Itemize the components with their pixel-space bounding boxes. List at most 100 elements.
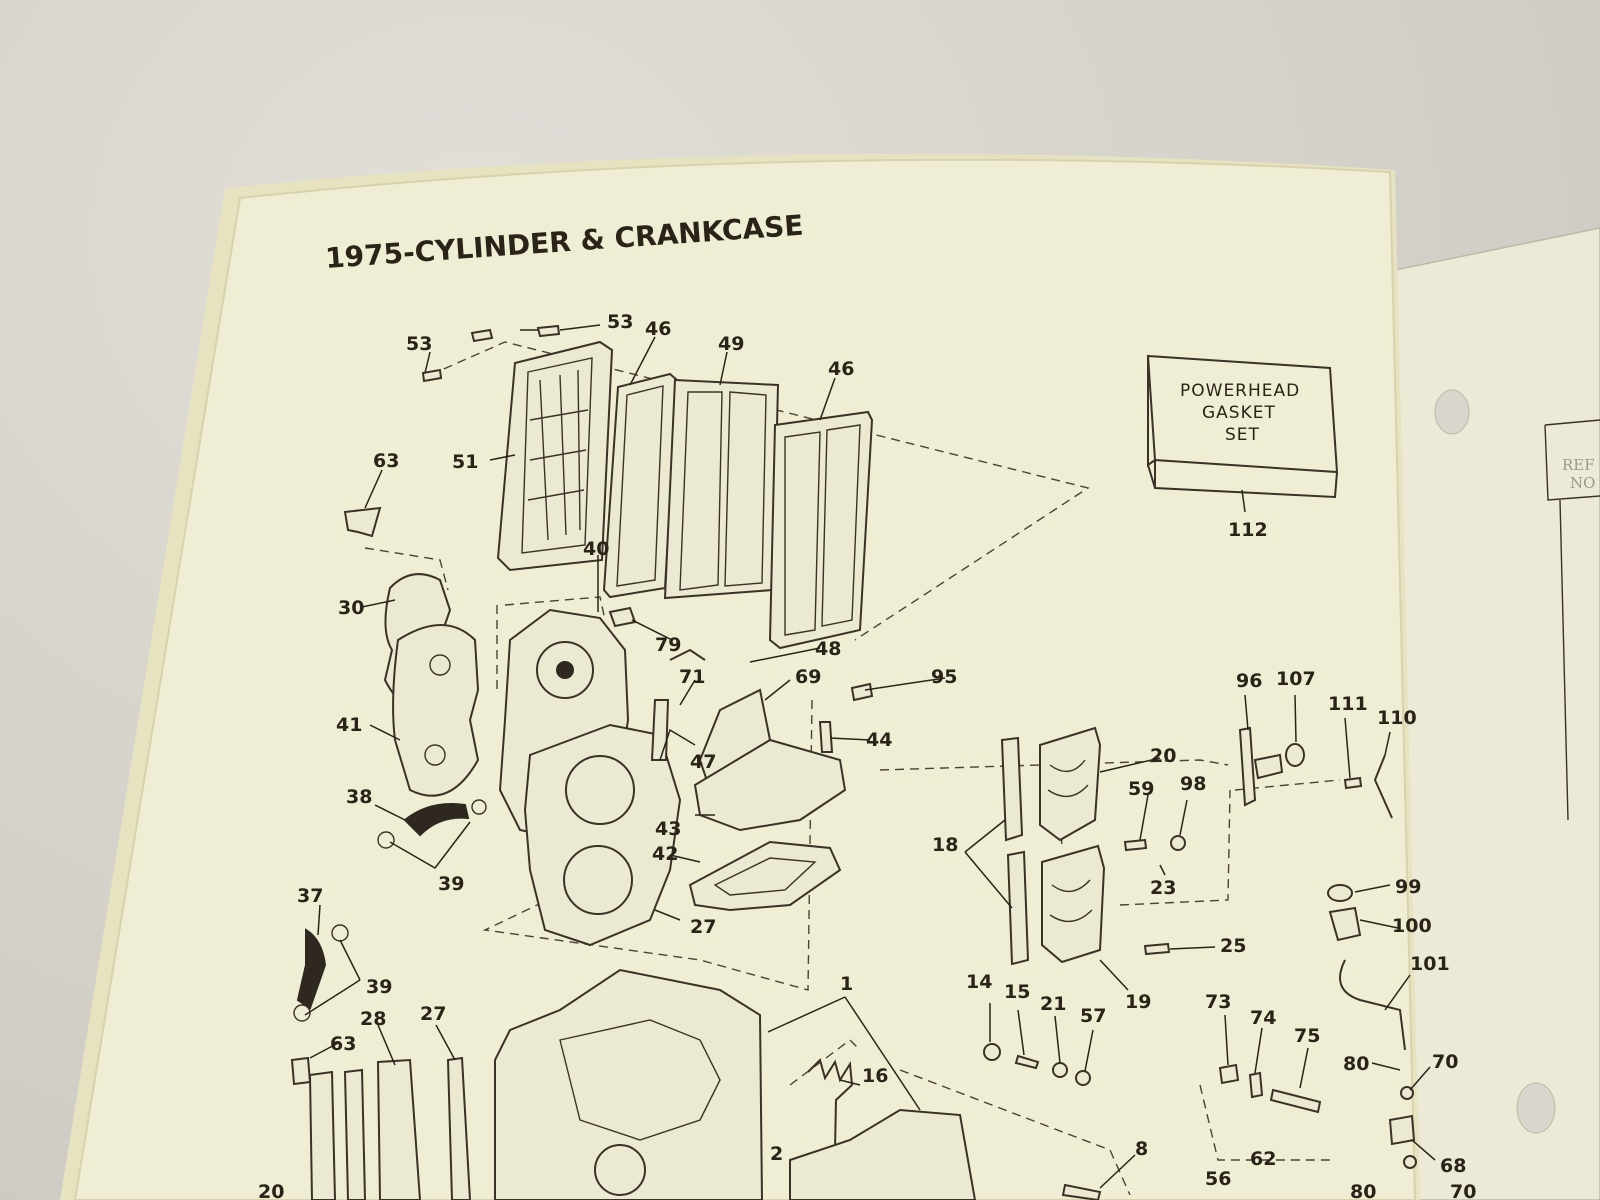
ref-label: 21 (1040, 993, 1066, 1015)
ref-label: 20 (1150, 745, 1176, 767)
pin-111 (1343, 776, 1363, 790)
ref-label: 62 (1250, 1148, 1276, 1170)
bolt-75 (1269, 1088, 1322, 1114)
leader-lines (304, 324, 1436, 1189)
ref-label: 63 (373, 450, 399, 472)
head-gasket-27 (523, 723, 682, 947)
ref-label: 28 (360, 1008, 386, 1030)
reed-plate-18-lower (1006, 850, 1030, 966)
ref-label: 48 (815, 638, 841, 660)
gasket-box-line2: GASKET (1202, 403, 1276, 423)
ref-label: 40 (583, 538, 609, 560)
gasket-42 (688, 840, 842, 912)
bracket-63-top (343, 506, 382, 538)
gasket-46-right (768, 410, 874, 650)
cap-99 (1327, 884, 1353, 902)
ref-label: 19 (1125, 991, 1151, 1013)
ref-label: 53 (607, 311, 633, 333)
plate-41 (392, 624, 480, 797)
washer-70-b (1403, 1155, 1417, 1169)
fitting-68 (1388, 1114, 1416, 1146)
ref-label: 59 (1128, 778, 1154, 800)
elbow-100 (1328, 906, 1362, 942)
ref-label: 27 (420, 1003, 446, 1025)
ref-label: 2 (770, 1143, 783, 1165)
reed-plate-18-upper (1000, 736, 1024, 842)
ref-label: 75 (1294, 1025, 1320, 1047)
ref-label: 57 (1080, 1005, 1106, 1027)
ref-label: 101 (1410, 953, 1450, 975)
ref-label: 95 (931, 666, 957, 688)
ref-label: 44 (866, 729, 892, 751)
ref-label: 80 (1350, 1181, 1376, 1200)
ref-label: 1 (840, 973, 853, 995)
ref-label: 70 (1432, 1051, 1458, 1073)
ref-label: 74 (1250, 1007, 1276, 1029)
ref-label: 63 (330, 1033, 356, 1055)
ref-label: 46 (828, 358, 854, 380)
gasket-27-lower (446, 1056, 472, 1200)
ref-label: 98 (1180, 773, 1206, 795)
ref-label: 46 (645, 318, 671, 340)
spring-110 (1373, 754, 1393, 819)
ref-label: 110 (1377, 707, 1417, 729)
clip-95 (850, 682, 874, 702)
ref-label: 38 (346, 786, 372, 808)
bolt-8 (1061, 1183, 1102, 1200)
cover-43 (693, 738, 847, 832)
ref-label: 41 (336, 714, 362, 736)
reed-cage-20 (1039, 726, 1102, 842)
crankcase-2 (789, 1108, 977, 1200)
ref-label: 37 (297, 885, 323, 907)
ref-label: 49 (718, 333, 744, 355)
nut-98 (1170, 835, 1186, 851)
ref-label: 111 (1328, 693, 1368, 715)
washer-14 (983, 1043, 1001, 1061)
fitting-96 (1238, 726, 1284, 807)
screw-15 (1014, 1054, 1040, 1070)
ref-label: 96 (1236, 670, 1262, 692)
ref-label: 99 (1395, 876, 1421, 898)
ref-label: 80 (1343, 1053, 1369, 1075)
ref-label: 8 (1135, 1138, 1148, 1160)
ref-label: 43 (655, 818, 681, 840)
ref-label: 71 (679, 666, 705, 688)
ref-label: 73 (1205, 991, 1231, 1013)
ref-label: 42 (652, 843, 678, 865)
gasket-box-ref: 112 (1228, 519, 1268, 541)
ref-label: 100 (1392, 915, 1432, 937)
washer-21 (1052, 1062, 1068, 1078)
gaskets-lower-left (290, 1056, 367, 1200)
ref-label: 23 (1150, 877, 1176, 899)
hose-38 (403, 803, 470, 837)
ref-label: 14 (966, 971, 992, 993)
ref-label: 68 (1440, 1155, 1466, 1177)
next-page (1394, 227, 1600, 1200)
nut-57 (1075, 1070, 1091, 1086)
ref-label: 79 (655, 634, 681, 656)
ref-label: 15 (1004, 981, 1030, 1003)
clamps-39 (293, 799, 487, 1022)
ref-label: 25 (1220, 935, 1246, 957)
ref-label: 16 (862, 1065, 888, 1087)
ref-label: 27 (690, 916, 716, 938)
ref-label: 20 (258, 1181, 284, 1200)
ref-label: 51 (452, 451, 478, 473)
reed-cage-19 (1041, 844, 1106, 964)
screw-59 (1123, 838, 1148, 852)
ref-label: 47 (690, 751, 716, 773)
side-table: REF NO (1544, 419, 1600, 821)
gasket-set-box: POWERHEAD GASKET SET 112 (1146, 354, 1339, 541)
ref-label: 18 (932, 834, 958, 856)
ref-label: 69 (795, 666, 821, 688)
ref-label: 39 (438, 873, 464, 895)
reference-labels: 53 53 46 49 46 63 51 40 30 79 48 71 69 9… (258, 311, 1476, 1200)
crankcase-1 (494, 968, 764, 1200)
spring-73 (1218, 1063, 1240, 1085)
screw-44 (818, 721, 834, 753)
ref-label: 56 (1205, 1168, 1231, 1190)
ref-label: 53 (406, 333, 432, 355)
screw-53-a (470, 328, 494, 343)
side-table-no: NO (1570, 474, 1595, 492)
